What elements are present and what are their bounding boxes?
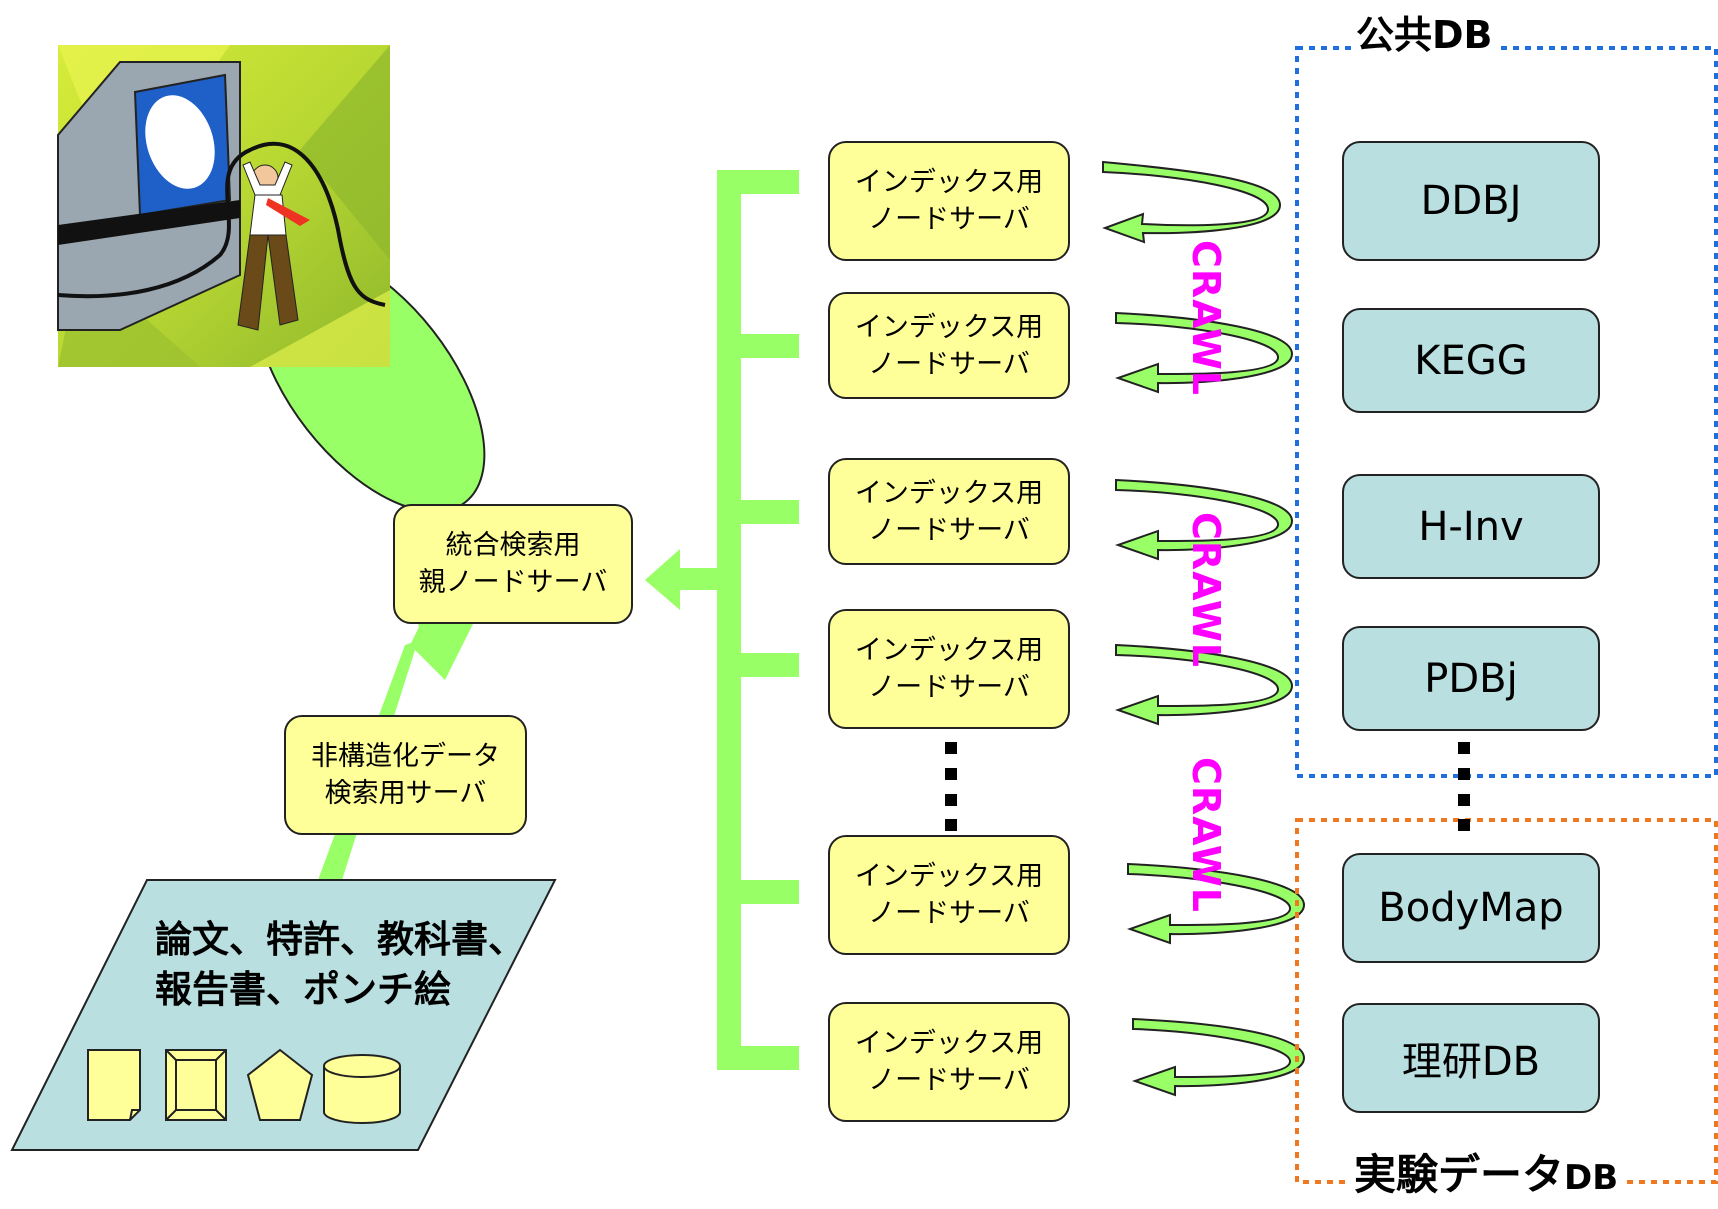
experiment-db-border [1295, 818, 1718, 1184]
index-server-line2: ノードサーバ [868, 514, 1030, 546]
db-ddbj: DDBJ [1342, 141, 1600, 261]
index-server-line1: インデックス用 [854, 861, 1044, 892]
crawl-label: CRAWL [1184, 757, 1228, 913]
pentagon-icon [246, 1048, 314, 1121]
unstructured-server-line1: 非構造化データ [311, 741, 500, 772]
index-server: インデックス用 ノードサーバ [828, 292, 1070, 399]
index-server: インデックス用 ノードサーバ [828, 1002, 1070, 1122]
parent-server-line2: 親ノードサーバ [418, 567, 608, 598]
index-bus-bracket [645, 170, 799, 1070]
index-server-line2: ノードサーバ [868, 204, 1030, 235]
index-server-line1: インデックス用 [854, 477, 1044, 509]
unstructured-server-line2: 検索用サーバ [324, 778, 487, 809]
parent-search-server: 統合検索用 親ノードサーバ [393, 504, 633, 624]
experiment-db-title-suffix: DB [1564, 1158, 1619, 1198]
index-server-line2: ノードサーバ [868, 348, 1030, 380]
documents-line1: 論文、特許、教科書、 [155, 918, 525, 961]
index-server-line2: ノードサーバ [868, 672, 1030, 703]
db-riken: 理研DB [1342, 1003, 1600, 1113]
db-ellipsis [1458, 742, 1470, 831]
experiment-db-title: 実験データDB [1350, 1150, 1623, 1209]
document-icon [87, 1049, 141, 1121]
index-server-line2: ノードサーバ [868, 898, 1030, 929]
experiment-db-title-prefix: 実験データ [1354, 1150, 1565, 1199]
index-server-line1: インデックス用 [854, 167, 1044, 198]
index-server: インデックス用 ノードサーバ [828, 458, 1070, 565]
index-server-line1: インデックス用 [854, 311, 1044, 343]
documents-line2: 報告書、ポンチ絵 [155, 968, 451, 1011]
documents-parallelogram [10, 879, 557, 1151]
crawl-arrows [1102, 160, 1306, 1097]
db-bodymap: BodyMap [1342, 853, 1600, 963]
db-pdbj: PDBj [1342, 626, 1600, 731]
db-h-inv: H-Inv [1342, 474, 1600, 579]
parent-server-line1: 統合検索用 [445, 530, 581, 561]
public-db-title: 公共DB [1352, 4, 1497, 59]
frame-icon [165, 1049, 227, 1121]
cylinder-icon [323, 1054, 401, 1124]
index-server-line1: インデックス用 [854, 635, 1044, 666]
index-server: インデックス用 ノードサーバ [828, 141, 1070, 261]
index-server-line1: インデックス用 [854, 1028, 1044, 1059]
unstructured-search-server: 非構造化データ 検索用サーバ [284, 715, 527, 835]
documents-label: 論文、特許、教科書、 報告書、ポンチ絵 [155, 915, 525, 1015]
index-server-line2: ノードサーバ [868, 1065, 1030, 1096]
index-server: インデックス用 ノードサーバ [828, 609, 1070, 729]
index-server: インデックス用 ノードサーバ [828, 835, 1070, 955]
crawl-label: CRAWL [1184, 240, 1228, 396]
index-ellipsis [945, 742, 957, 831]
db-kegg: KEGG [1342, 308, 1600, 413]
user-at-computer-icon [57, 45, 390, 367]
crawl-label: CRAWL [1184, 512, 1228, 668]
public-db-border [1295, 46, 1718, 778]
